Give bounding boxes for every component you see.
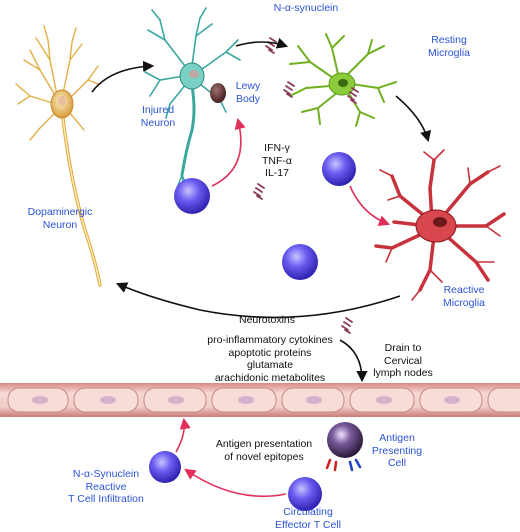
arrow-cytokines [211, 117, 246, 187]
arrow-drain [339, 339, 368, 383]
arrow-dopaminergic-to-injured [91, 60, 155, 93]
arrow-circulating [184, 468, 287, 497]
arrow-injured-to-resting [235, 37, 289, 49]
label-neurotoxins: Neurotoxins [238, 314, 296, 326]
arrow-resting-to-reactive [395, 95, 432, 143]
arrow-infiltration [175, 417, 191, 453]
t-cell [282, 244, 318, 280]
reactive-microglia [374, 149, 506, 301]
t-cell [322, 152, 356, 186]
antigen-presenting-cell [325, 422, 363, 472]
resting-microglia [289, 33, 397, 127]
t-cell [174, 178, 210, 214]
injured-neuron [144, 7, 241, 197]
lewy-body [210, 83, 226, 103]
blood-vessel [0, 383, 520, 417]
black-arrows [91, 37, 432, 383]
synuclein-aggregates [253, 37, 359, 334]
t-cell [149, 451, 181, 483]
arrow-tcell-to-reactive [349, 185, 391, 227]
arrow-neurotoxins [115, 282, 401, 319]
t-cells [149, 152, 356, 511]
label-n-alpha-synuclein: N-α-synuclein [273, 2, 339, 14]
pink-arrows [175, 117, 391, 497]
dopaminergic-neuron [15, 25, 102, 287]
circulating-effector-t-cell [288, 477, 322, 511]
